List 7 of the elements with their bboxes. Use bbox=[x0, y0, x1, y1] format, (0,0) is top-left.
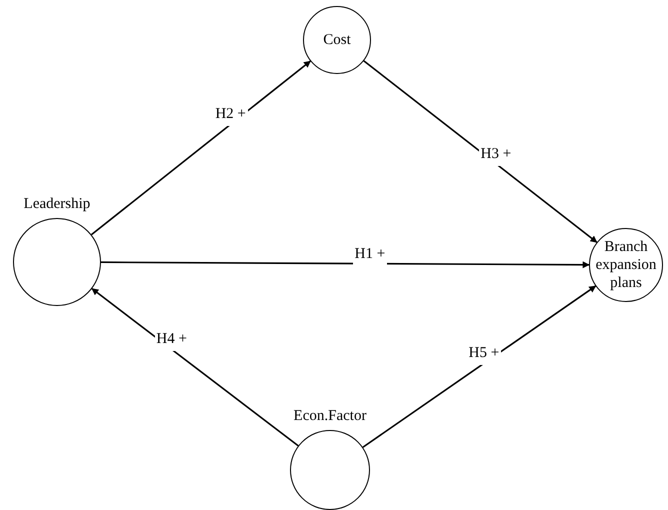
arrow bbox=[91, 288, 299, 446]
arrow bbox=[101, 261, 590, 268]
arrow bbox=[90, 60, 311, 236]
node-heading: Leadership bbox=[24, 195, 90, 214]
arrow bbox=[362, 285, 596, 448]
arrow bbox=[363, 60, 598, 243]
node-heading: Econ.Factor bbox=[294, 407, 366, 426]
